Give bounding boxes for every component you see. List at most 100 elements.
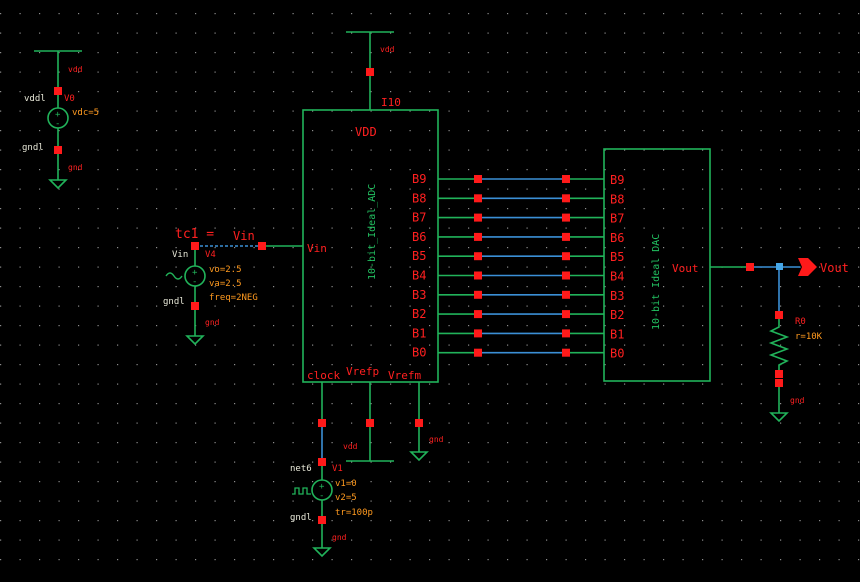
- grid-dot: [19, 169, 21, 171]
- pin-terminal[interactable]: [746, 263, 754, 271]
- grid-dot: [760, 52, 762, 54]
- pin-terminal[interactable]: [474, 348, 482, 357]
- grid-dot: [819, 422, 821, 424]
- grid-dot: [253, 32, 255, 34]
- pin-terminal[interactable]: [474, 213, 482, 222]
- grid-dot: [331, 130, 333, 132]
- grid-dot: [78, 13, 80, 15]
- pin-terminal[interactable]: [474, 310, 482, 319]
- grid-dot: [234, 422, 236, 424]
- pin-terminal[interactable]: [54, 87, 62, 95]
- grid-dot: [721, 344, 723, 346]
- pin-terminal[interactable]: [562, 329, 570, 338]
- pin-terminal[interactable]: [562, 175, 570, 183]
- grid-dot: [429, 364, 431, 366]
- grid-dot: [819, 188, 821, 190]
- grid-dot: [702, 520, 704, 522]
- pin-terminal[interactable]: [562, 348, 570, 357]
- grid-dot: [585, 149, 587, 151]
- pin-terminal[interactable]: [562, 194, 570, 203]
- grid-dot: [604, 227, 606, 229]
- pin-terminal[interactable]: [562, 252, 570, 261]
- grid-dot: [195, 442, 197, 444]
- grid-dot: [273, 169, 275, 171]
- grid-dot: [312, 13, 314, 15]
- grid-dot: [702, 52, 704, 54]
- pin-terminal[interactable]: [318, 419, 326, 427]
- grid-dot: [292, 344, 294, 346]
- dac-body[interactable]: [603, 148, 711, 382]
- pin-terminal[interactable]: [318, 458, 326, 466]
- pin-terminal[interactable]: [562, 232, 570, 241]
- pulse-wave-icon: [292, 487, 311, 495]
- minus-icon: -: [319, 491, 324, 501]
- param-label: va=2.5: [209, 279, 242, 289]
- grid-dot: [585, 344, 587, 346]
- output-port-icon[interactable]: [798, 258, 817, 276]
- pin-terminal[interactable]: [775, 370, 783, 378]
- grid-dot: [526, 520, 528, 522]
- pin-terminal[interactable]: [775, 379, 783, 387]
- vsin-source[interactable]: + - tc1 = Vin Vin V4 vo=2.5 va=2.5 freq=…: [163, 227, 303, 346]
- vpulse-source[interactable]: + - net6 V1 v1=0 v2=5 tr=100p gndl gnd: [290, 458, 373, 558]
- grid-dot: [507, 461, 509, 463]
- grid-dot: [39, 266, 41, 268]
- pin-terminal[interactable]: [474, 232, 482, 241]
- grid-dot: [682, 344, 684, 346]
- pin-terminal[interactable]: [415, 419, 423, 427]
- grid-dot: [214, 325, 216, 327]
- grid-dot: [390, 403, 392, 405]
- grid-dot: [409, 188, 411, 190]
- grid-dot: [429, 71, 431, 73]
- grid-dot: [858, 422, 860, 424]
- pin-terminal[interactable]: [191, 242, 199, 250]
- adc-block[interactable]: VDD 10-bit_Ideal_ADC Vin clock Vrefp Vre…: [302, 109, 439, 383]
- pin-terminal[interactable]: [562, 271, 570, 280]
- pin-terminal[interactable]: [474, 329, 482, 338]
- grid-dot: [58, 227, 60, 229]
- grid-dot: [409, 32, 411, 34]
- grid-dot: [273, 500, 275, 502]
- pin-terminal[interactable]: [366, 68, 374, 76]
- grid-dot: [312, 130, 314, 132]
- output-network[interactable]: Vout R0 r=10K gnd: [710, 258, 849, 423]
- pin-terminal[interactable]: [54, 146, 62, 154]
- grid-dot: [643, 32, 645, 34]
- pin-terminal[interactable]: [191, 302, 199, 310]
- pin-terminal[interactable]: [474, 175, 482, 183]
- dac-block[interactable]: 10-bit Ideal DAC Vout B9B8B7B6B5B4B3B2B1…: [603, 148, 711, 382]
- pin-terminal[interactable]: [474, 252, 482, 261]
- pin-terminal[interactable]: [562, 310, 570, 319]
- grid-dot: [409, 305, 411, 307]
- pin-terminal[interactable]: [366, 419, 374, 427]
- grid-dot: [351, 442, 353, 444]
- grid-dot: [331, 188, 333, 190]
- grid-dot: [117, 442, 119, 444]
- ground-icon: [769, 412, 789, 423]
- pin-terminal[interactable]: [474, 271, 482, 280]
- grid-dot: [390, 188, 392, 190]
- grid-dot: [858, 266, 860, 268]
- grid-dot: [663, 305, 665, 307]
- pin-terminal[interactable]: [562, 213, 570, 222]
- grid-dot: [331, 364, 333, 366]
- grid-dot: [546, 208, 548, 210]
- grid-dot: [604, 110, 606, 112]
- grid-dot: [682, 227, 684, 229]
- pin-terminal[interactable]: [474, 194, 482, 203]
- vdc-source[interactable]: + - vdd vddl V0 vdc=5 gndl gnd: [22, 50, 99, 190]
- junction-dot[interactable]: [776, 263, 783, 270]
- grid-dot: [214, 13, 216, 15]
- pin-terminal[interactable]: [562, 290, 570, 299]
- grid-dot: [390, 71, 392, 73]
- grid-dot: [312, 442, 314, 444]
- pin-terminal[interactable]: [474, 290, 482, 299]
- grid-dot: [507, 188, 509, 190]
- grid-dot: [273, 481, 275, 483]
- bit-bus[interactable]: [438, 175, 604, 357]
- pin-terminal[interactable]: [318, 516, 326, 524]
- grid-dot: [741, 110, 743, 112]
- pin-terminal[interactable]: [258, 242, 266, 250]
- pin-terminal[interactable]: [775, 311, 783, 319]
